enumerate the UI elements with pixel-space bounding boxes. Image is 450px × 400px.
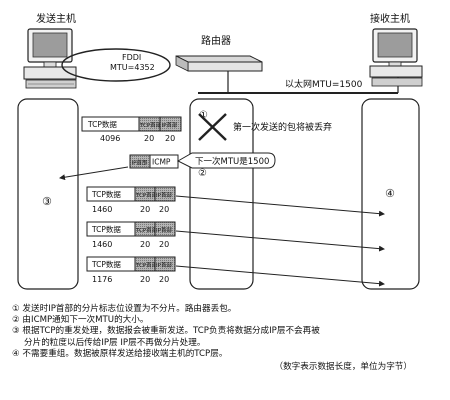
fddi-ring (61, 48, 171, 82)
tcp-data-label: TCP数据 (91, 224, 121, 234)
note-4: ④ 不需要重组。数据被原样发送给接收端主机的TCP层。 (12, 348, 228, 359)
ip-header-block (159, 116, 182, 132)
ip-header-size: 20 (159, 275, 169, 284)
sender-lane (17, 98, 79, 290)
step2-marker: ② (198, 168, 207, 179)
icmp-label: ICMP (152, 158, 171, 167)
ip-header-block (154, 221, 176, 237)
note-2: ② 由ICMP通知下一次MTU的大小。 (12, 315, 149, 326)
screen-icon (377, 32, 413, 58)
tcp-header-label: TCP首部 (135, 191, 158, 199)
step1-marker: ① (199, 110, 208, 121)
step3-marker: ③ (42, 195, 52, 208)
tcp-data-label: TCP数据 (91, 189, 121, 199)
resend-arrow (175, 195, 385, 217)
ip-header-block (154, 256, 176, 272)
receiver-lane (361, 98, 420, 290)
fddi-name: FDDI (122, 53, 141, 62)
fddi-link: FDDI MTU=4352 (61, 48, 171, 82)
icmp-arrow (59, 166, 129, 181)
resend-packet-1: TCP数据 TCP首部 IP首部 1460 20 20 (86, 186, 385, 217)
resend-packet-3: TCP数据 TCP首部 IP首部 1176 20 20 (86, 256, 385, 287)
tcp-data-label: TCP数据 (87, 119, 117, 129)
ip-header-size: 20 (159, 240, 169, 249)
router-lane (189, 98, 254, 290)
ip-header-block (154, 186, 176, 202)
router: 路由器 (175, 34, 263, 93)
desktop-unit-icon (369, 65, 423, 78)
tcp-header-size: 20 (144, 134, 154, 143)
fddi-mtu: MTU=4352 (110, 63, 155, 72)
ip-header-size: 20 (159, 205, 169, 214)
next-mtu-note: 下一次MTU是1500 (195, 156, 269, 167)
sender-computer: 发送主机 (23, 12, 77, 89)
receiver-label: 接收主机 (370, 12, 410, 25)
ip-header-label: IP首部 (156, 191, 172, 199)
tcp-header-label: TCP首部 (135, 226, 158, 234)
ethernet-mtu: 以太网MTU=1500 (285, 78, 363, 90)
tcp-header-label: TCP首部 (135, 261, 158, 269)
tcp-data-size: 1460 (92, 240, 112, 249)
note-3: ③ 根据TCP的重发处理，数据报会被重新发送。TCP负责将数据分成IP层不会再被 (12, 326, 320, 337)
keyboard-icon (371, 77, 423, 87)
next-mtu-callout (176, 152, 276, 169)
desktop-unit-icon (23, 66, 77, 80)
resend-arrow (175, 265, 385, 287)
first-packet: ① TCP数据 TCP首部 IP首部 4096 20 20 第一次发送的包将被丢… (81, 110, 332, 143)
tcp-data-size: 1176 (92, 275, 112, 284)
tcp-header-size: 20 (140, 275, 150, 284)
tcp-header-size: 20 (140, 240, 150, 249)
tcp-header-label: TCP首部 (139, 121, 162, 129)
router-label: 路由器 (201, 34, 231, 47)
resend-packet-2: TCP数据 TCP首部 IP首部 1460 20 20 (86, 221, 385, 252)
ip-header-label: IP首部 (162, 121, 178, 129)
ip-header-label: IP首部 (156, 261, 172, 269)
explanation-notes: ① 发送时IP首部的分片标志位设置为不分片。路由器丢包。 ② 由ICMP通知下一… (12, 304, 442, 373)
tcp-data-size: 4096 (100, 134, 120, 143)
icmp-message: IP首部 ICMP ② 下一次MTU是1500 (59, 152, 276, 181)
resend-arrow (175, 230, 385, 252)
router-icon (175, 55, 263, 63)
note-1: ① 发送时IP首部的分片标志位设置为不分片。路由器丢包。 (12, 304, 237, 314)
units-footnote: （数字表示数据长度，单位为字节） (274, 362, 412, 373)
receiver-computer: 接收主机 (369, 12, 423, 87)
icmp-ip-header-label: IP首部 (132, 159, 148, 167)
screen-icon (32, 32, 68, 58)
ip-header-label: IP首部 (156, 226, 172, 234)
step4-marker: ④ (385, 187, 395, 200)
tcp-data-label: TCP数据 (91, 259, 121, 269)
tcp-header-size: 20 (140, 205, 150, 214)
note-3-continued: 分片的粒度以后传给IP层 IP层不再做分片处理。 (24, 337, 206, 348)
drop-note: 第一次发送的包将被丢弃 (233, 121, 332, 133)
tcp-data-size: 1460 (92, 205, 112, 214)
sender-label: 发送主机 (36, 12, 76, 25)
ip-header-size: 20 (165, 134, 175, 143)
